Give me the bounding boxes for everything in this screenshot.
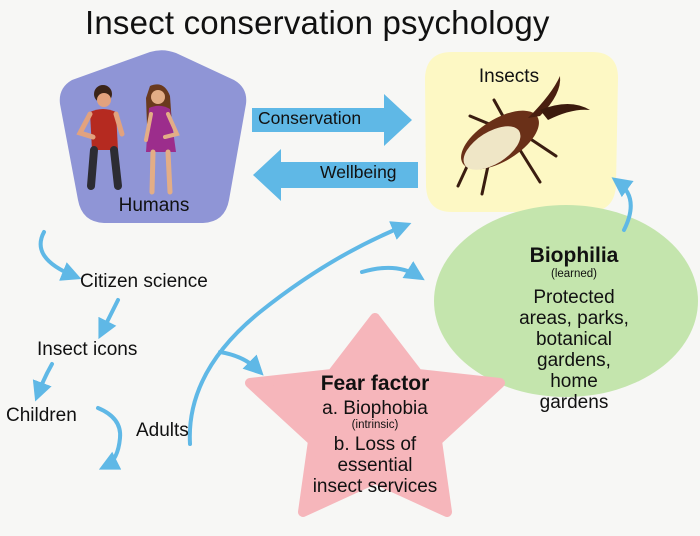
biophilia-description: Protected areas, parks, botanical garden… bbox=[511, 287, 637, 413]
biophobia-qualifier: (intrinsic) bbox=[352, 419, 399, 431]
conservation-label: Conservation bbox=[258, 108, 361, 129]
biophobia-item: a. Biophobia bbox=[322, 398, 428, 420]
diagram-title: Insect conservation psychology bbox=[85, 4, 550, 42]
fear-factor-title: Fear factor bbox=[321, 372, 430, 396]
biophilia-qualifier: (learned) bbox=[551, 268, 597, 280]
insect-icons-label: Insect icons bbox=[37, 339, 137, 361]
biophilia-title: Biophilia bbox=[530, 244, 619, 268]
loss-of-services-item: b. Loss of essential insect services bbox=[313, 434, 438, 497]
adults-label: Adults bbox=[136, 420, 189, 442]
insects-label: Insects bbox=[479, 66, 539, 88]
children-label: Children bbox=[6, 405, 77, 427]
wellbeing-label: Wellbeing bbox=[320, 162, 397, 183]
citizen-science-label: Citizen science bbox=[80, 271, 208, 293]
humans-label: Humans bbox=[119, 195, 190, 217]
